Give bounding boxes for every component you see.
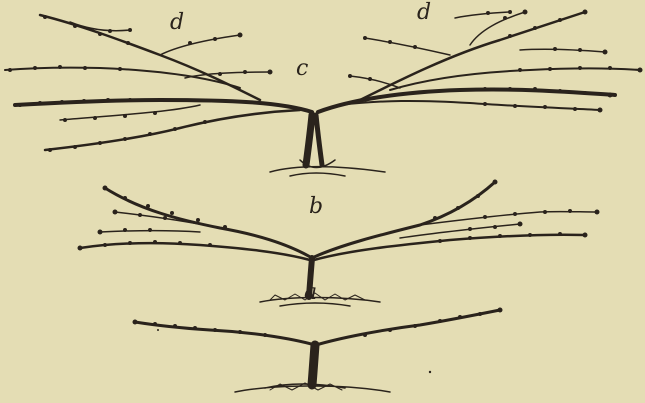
trunk-c [306,115,312,165]
label-d-right: d [417,2,431,24]
label-c: c [296,58,308,80]
tree-c [5,10,643,177]
tree-a [133,308,503,393]
branch-b-left-lower [80,243,310,260]
tree-b [78,180,600,307]
branch-b-right-lower [314,235,585,260]
branch-a-left [135,322,315,345]
label-a: a [304,282,317,304]
label-b: b [309,196,323,218]
label-d-left: d [170,12,184,34]
branch-b-left-upper [105,188,312,258]
trunk-a [312,345,315,385]
branch-c-left-lower [45,110,300,150]
branch-c-left-upper [40,15,260,100]
branch-a-right [316,310,500,345]
branch-c-right-upper [360,12,585,100]
